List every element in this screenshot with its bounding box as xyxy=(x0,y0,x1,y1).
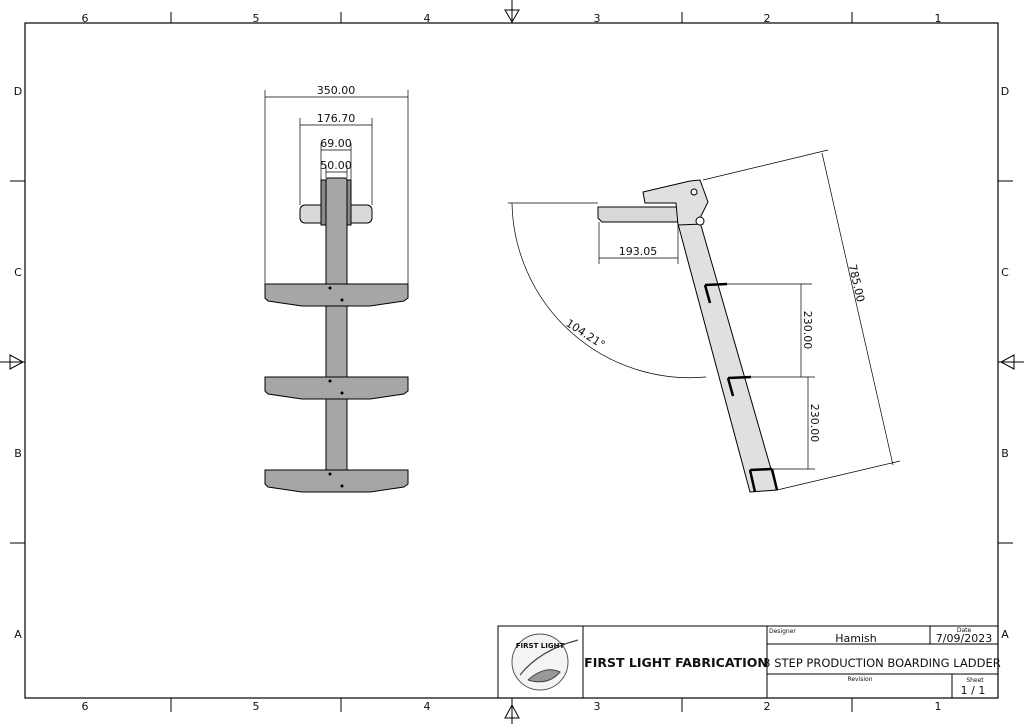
revision-label: Revision xyxy=(847,676,872,683)
row-label: A xyxy=(14,628,22,641)
dimension-overall-length: 785.00 xyxy=(846,263,867,303)
column-label: 1 xyxy=(935,700,942,713)
platform xyxy=(597,201,681,223)
front-view xyxy=(264,177,409,493)
front-dimensions xyxy=(264,90,409,284)
step-1 xyxy=(264,283,409,307)
svg-text:FIRST LIGHT: FIRST LIGHT xyxy=(516,642,565,650)
pivot-hole xyxy=(690,188,698,196)
step-3 xyxy=(264,469,409,493)
column-label: 5 xyxy=(253,700,260,713)
ladder-rail-side xyxy=(677,221,778,493)
column-label: 5 xyxy=(253,12,260,25)
dimension-rail-width: 50.00 xyxy=(320,159,352,172)
company-logo: FIRST LIGHT xyxy=(511,633,579,691)
dimension-width-overall: 350.00 xyxy=(317,84,356,97)
column-label: 3 xyxy=(594,12,601,25)
row-label: D xyxy=(1001,85,1009,98)
drawing-frame xyxy=(24,22,999,699)
column-label: 6 xyxy=(82,12,89,25)
row-label: B xyxy=(14,447,22,460)
row-label: C xyxy=(14,266,22,279)
row-label: A xyxy=(1001,628,1009,641)
row-label: C xyxy=(1001,266,1009,279)
angle-arc xyxy=(511,202,707,378)
step-2 xyxy=(264,376,409,400)
dimension-angle: 104.21° xyxy=(563,317,607,352)
column-label: 4 xyxy=(424,700,431,713)
side-dimensions xyxy=(508,149,901,491)
column-label: 2 xyxy=(764,700,771,713)
dimension-platform: 193.05 xyxy=(619,245,658,258)
column-label: 4 xyxy=(424,12,431,25)
date-value: 7/09/2023 xyxy=(936,632,992,645)
date-label: Date xyxy=(957,627,972,634)
dimension-hinge-width: 69.00 xyxy=(320,137,352,150)
designer-value: Hamish xyxy=(835,632,877,645)
column-label: 6 xyxy=(82,700,89,713)
row-label: D xyxy=(14,85,22,98)
dimension-bracket-width: 176.70 xyxy=(317,112,356,125)
column-label: 3 xyxy=(594,700,601,713)
column-label: 2 xyxy=(764,12,771,25)
column-label: 1 xyxy=(935,12,942,25)
sheet-value: 1 / 1 xyxy=(961,684,986,697)
dimension-step-spacing: 230.00 xyxy=(808,404,821,443)
dimension-step-spacing: 230.00 xyxy=(801,311,814,350)
title-block xyxy=(497,625,999,699)
designer-label: Designer xyxy=(769,628,796,635)
side-view xyxy=(597,179,779,493)
row-label: B xyxy=(1001,447,1009,460)
ladder-rail xyxy=(325,177,348,479)
pin xyxy=(695,216,705,226)
centering-arrows xyxy=(9,9,1015,719)
sheet-label: Sheet xyxy=(966,677,984,684)
drawing-title: 3 STEP PRODUCTION BOARDING LADDER xyxy=(763,656,1000,670)
company-name: FIRST LIGHT FABRICATION xyxy=(584,655,768,670)
